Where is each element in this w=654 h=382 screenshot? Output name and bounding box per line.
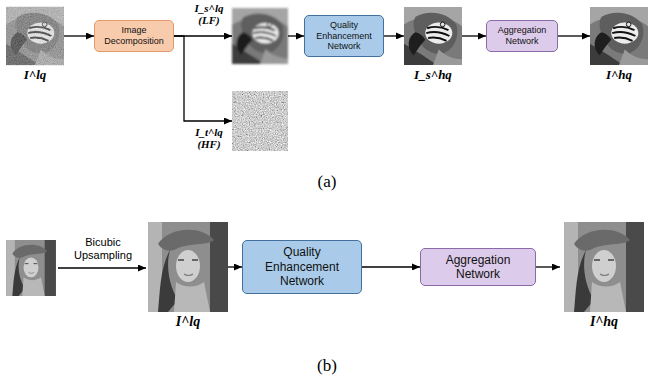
box-label: Quality Enhancement Network bbox=[310, 20, 378, 52]
flow-arrow bbox=[558, 35, 590, 36]
image-caption: I^lq bbox=[24, 68, 47, 82]
image-caption: I^hq bbox=[606, 68, 632, 82]
image-caption: I^hq bbox=[590, 314, 618, 329]
image-panel: I_s^hq bbox=[404, 6, 462, 66]
process-box: Aggregation Network bbox=[420, 248, 536, 287]
box-label: Image Decomposition bbox=[100, 25, 168, 47]
image-panel: I_s^lq (LF) bbox=[232, 6, 288, 66]
output-lena-image bbox=[564, 222, 644, 312]
panel-label: (a) bbox=[0, 172, 654, 192]
flow-arrow bbox=[288, 35, 304, 36]
flow-arrow bbox=[362, 266, 420, 267]
flow-arrow bbox=[384, 35, 404, 36]
arrow-label: Bicubic Upsampling bbox=[60, 236, 146, 261]
flow-arrow bbox=[174, 36, 232, 121]
image-caption: I_s^hq bbox=[414, 68, 452, 82]
enhanced-parrot-image bbox=[404, 7, 462, 65]
image-caption: I^lq bbox=[176, 314, 200, 329]
flow-arrow bbox=[462, 35, 486, 36]
image-panel: I_t^lq (HF) bbox=[232, 91, 288, 151]
small-lena-image bbox=[6, 240, 56, 296]
image-panel: I^lq bbox=[148, 222, 228, 312]
low-frequency-image bbox=[232, 8, 288, 64]
image-panel: I^hq bbox=[590, 6, 648, 66]
process-box: Quality Enhancement Network bbox=[242, 240, 362, 293]
image-panel: I^lq bbox=[6, 6, 64, 66]
image-caption: I_s^lq (LF) bbox=[189, 2, 229, 26]
high-frequency-image bbox=[232, 91, 288, 151]
box-label: Quality Enhancement Network bbox=[248, 245, 356, 288]
image-caption: I_t^lq (HF) bbox=[189, 126, 229, 150]
process-box: Aggregation Network bbox=[486, 20, 558, 52]
upsampled-lena-image bbox=[148, 222, 228, 312]
flow-arrow bbox=[536, 266, 560, 267]
process-box: Quality Enhancement Network bbox=[304, 15, 384, 57]
flow-arrow bbox=[228, 266, 242, 267]
process-box: Image Decomposition bbox=[94, 20, 174, 52]
upsampling-arrow bbox=[58, 267, 146, 268]
box-label: Aggregation Network bbox=[492, 25, 552, 47]
output-parrot-image bbox=[590, 7, 648, 65]
noisy-parrot-image bbox=[6, 6, 64, 66]
flow-arrow bbox=[64, 35, 94, 36]
box-label: Aggregation Network bbox=[426, 253, 530, 282]
image-panel: I^hq bbox=[560, 222, 648, 312]
panel-label: (b) bbox=[0, 356, 654, 376]
